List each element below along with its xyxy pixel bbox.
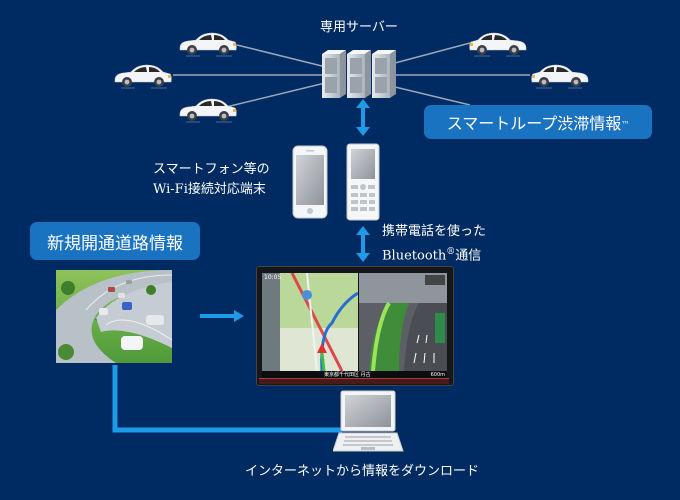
devices-label: スマートフォン等の Wi-Fi接続対応端末 xyxy=(153,160,270,200)
link-badge-right xyxy=(394,86,471,106)
junction-drawing xyxy=(359,273,447,371)
car-icon xyxy=(178,96,238,124)
bluetooth-label-line1: 携帯電話を使った xyxy=(382,224,487,239)
link-car-bottom-left xyxy=(225,82,326,108)
devices-label-line1: スマートフォン等の xyxy=(153,162,270,177)
navi-distance: 600m xyxy=(430,371,445,378)
bluetooth-label-prefix: Bluetooth xyxy=(382,248,447,264)
feature-phone-icon xyxy=(346,143,380,221)
new-road-badge: 新規開通道路情報 xyxy=(30,222,200,260)
highway-curve-image xyxy=(56,270,172,363)
trademark-mark: ™ xyxy=(621,119,630,129)
navi-address: 東京都千代田区 丹古 xyxy=(324,372,371,378)
laptop-label: インターネットから情報をダウンロード xyxy=(245,464,480,479)
car-icon xyxy=(530,62,590,90)
navi-map-screen: 10:05 xyxy=(262,273,358,371)
navi-status-bar: 東京都千代田区 丹古 600m xyxy=(262,371,447,378)
navi-button-bar xyxy=(259,378,449,384)
devices-label-line2: Wi-Fi接続対応端末 xyxy=(153,182,266,197)
registered-mark: ® xyxy=(446,247,456,257)
double-arrow-bluetooth-icon xyxy=(356,226,370,262)
server-rack-icon xyxy=(322,50,396,98)
laptop-icon xyxy=(333,390,404,452)
arrow-right-icon xyxy=(200,310,244,322)
navi-junction-view xyxy=(359,273,447,371)
link-car-top-right xyxy=(394,42,471,64)
bluetooth-label: 携帯電話を使った Bluetooth®通信 xyxy=(382,222,486,266)
double-arrow-server-icon xyxy=(356,99,370,136)
car-icon xyxy=(468,30,528,58)
car-icon xyxy=(178,30,238,58)
smartphone-icon xyxy=(292,145,328,219)
server-label: 専用サーバー xyxy=(320,20,398,35)
download-line xyxy=(112,365,342,433)
navi-clock: 10:05 xyxy=(264,274,282,281)
bluetooth-label-suffix: 通信 xyxy=(455,248,482,264)
map-drawing xyxy=(262,273,358,371)
car-navigation-unit: 10:05 東京都千代田区 丹古 600m xyxy=(256,266,454,386)
new-road-label: 新規開通道路情報 xyxy=(47,233,183,254)
car-icon xyxy=(113,62,173,90)
smart-loop-label: スマートループ渋滞情報 xyxy=(446,114,622,133)
link-car-top-left xyxy=(236,44,331,69)
